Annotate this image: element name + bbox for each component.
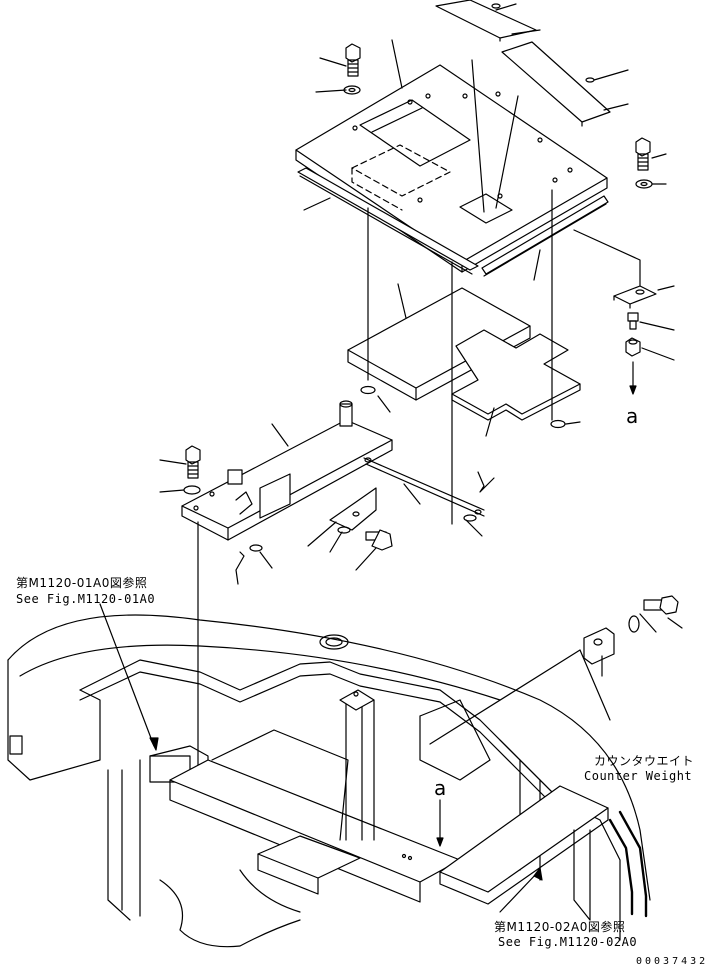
top-cover-plate: [295, 64, 608, 273]
washer-left-middle: [183, 485, 201, 495]
support-bracket: [181, 400, 393, 541]
bolt-upper-right: [635, 137, 651, 171]
bracket-right-counterweight: [583, 627, 615, 665]
reference-label-2-jp: 第M1120-02A0図参照: [494, 920, 626, 934]
upper-strip-2: [501, 41, 611, 127]
insulation-pad-lower: [451, 329, 581, 421]
tab-plate: [329, 487, 377, 531]
revolving-frame: [7, 614, 651, 948]
washer-upper-right: [635, 179, 653, 189]
hidden-bracket-dashed: [351, 144, 451, 211]
counterweight-label-jp: カウンタウエイト: [594, 754, 695, 768]
bolt-horizontal: [365, 529, 393, 551]
small-bolt-right: [627, 312, 639, 330]
bolt-left-middle: [185, 445, 201, 479]
upper-strip-1: [435, 0, 537, 42]
marker-a-upper: a: [626, 404, 639, 428]
bolt-right: [643, 595, 679, 615]
drawing-number: 00037432: [636, 956, 709, 967]
reference-label-1-en: See Fig.M1120-01A0: [16, 592, 156, 606]
small-bracket-right: [613, 285, 657, 309]
nut-right: [625, 337, 641, 357]
spring-clip: [477, 471, 495, 493]
pin: [235, 551, 245, 585]
reference-label-2-en: See Fig.M1120-02A0: [498, 935, 638, 949]
bolt-upper-left: [345, 43, 361, 77]
seal-strip-left: [297, 167, 479, 275]
reference-label-1-jp: 第M1120-01A0図参照: [16, 576, 148, 590]
counterweight-label-en: Counter Weight: [584, 769, 693, 783]
leader-lines: [99, 3, 683, 913]
marker-a-lower: a: [434, 776, 447, 800]
insulation-pad-upper: [347, 287, 531, 401]
rod: [363, 457, 485, 517]
seal-strip-right: [481, 195, 609, 277]
washer-right: [628, 615, 640, 633]
assembly-lines: [197, 59, 553, 791]
